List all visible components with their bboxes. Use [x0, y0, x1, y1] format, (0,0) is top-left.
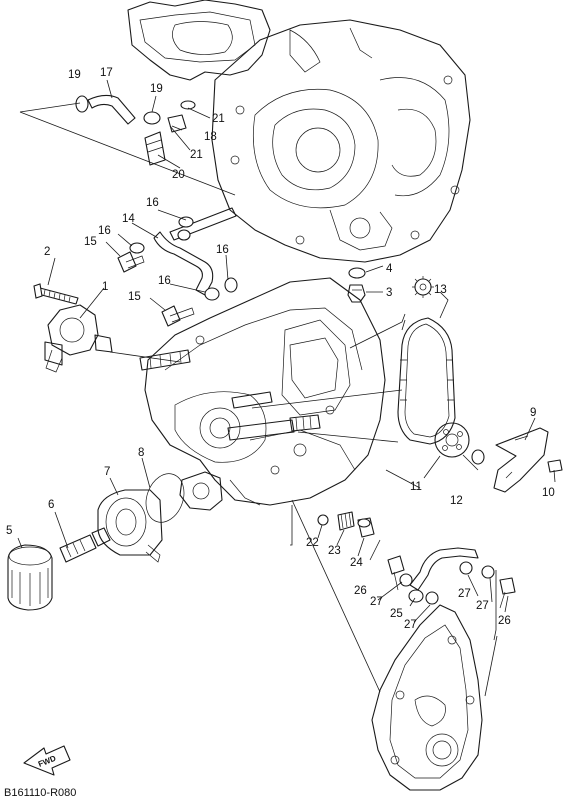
callout-labels: 1 2 3 4 5 6 7 8 9 10 11 12 13 14 15 15 1…	[6, 67, 555, 631]
leader-lines	[17, 79, 556, 697]
crankcase-cover	[371, 604, 483, 791]
callout-4: 4	[386, 263, 393, 275]
callout-18: 18	[204, 131, 217, 143]
callout-10: 10	[542, 487, 555, 499]
callout-16d: 16	[158, 275, 171, 287]
sprocket-gear-icon	[412, 276, 434, 298]
callout-17: 17	[100, 67, 113, 79]
callout-24: 24	[350, 557, 363, 569]
bolt-2	[37, 287, 79, 305]
callout-15a: 15	[84, 236, 97, 248]
callout-25: 25	[390, 608, 403, 620]
callout-8: 8	[138, 447, 144, 459]
callout-23: 23	[328, 545, 341, 557]
callout-16c: 16	[216, 244, 229, 256]
callout-12: 12	[450, 495, 463, 507]
callout-9: 9	[530, 407, 536, 419]
callout-6: 6	[48, 499, 54, 511]
callout-14: 14	[122, 213, 135, 225]
callout-19a: 19	[68, 69, 81, 81]
water-pipes	[75, 94, 238, 327]
oil-cooler-housing	[97, 473, 185, 563]
callout-19b: 19	[150, 83, 163, 95]
callout-13: 13	[434, 284, 447, 296]
callout-5: 5	[6, 525, 12, 537]
callout-16a: 16	[146, 197, 159, 209]
callout-2: 2	[44, 246, 50, 258]
callout-16b: 16	[98, 225, 111, 237]
callout-22: 22	[306, 537, 319, 549]
callout-20: 20	[172, 169, 185, 181]
oil-delivery-pipe	[387, 547, 516, 609]
relief-valve	[317, 511, 375, 538]
drain-bolt	[347, 267, 366, 303]
callout-11: 11	[410, 481, 422, 493]
oil-pump-sprocket	[434, 422, 563, 493]
lower-crankcase	[139, 277, 386, 511]
drive-chain	[397, 317, 456, 445]
callout-7: 7	[104, 466, 110, 478]
callout-21a: 21	[212, 113, 225, 125]
diagram-code: B161110-R080	[4, 787, 76, 799]
callout-15b: 15	[128, 291, 141, 303]
water-pump-assembly	[33, 283, 113, 373]
callout-27c: 27	[458, 588, 471, 600]
callout-26a: 26	[354, 585, 367, 597]
callout-3: 3	[386, 287, 392, 299]
callout-27d: 27	[476, 600, 489, 612]
callout-21b: 21	[190, 149, 203, 161]
callout-1: 1	[102, 281, 108, 293]
callout-27a: 27	[370, 596, 383, 608]
callout-26b: 26	[498, 615, 511, 627]
fwd-arrow-icon: FWD	[23, 745, 71, 776]
callout-27b: 27	[404, 619, 417, 631]
union-bolt-6	[59, 527, 111, 563]
oil-filter	[7, 544, 53, 611]
